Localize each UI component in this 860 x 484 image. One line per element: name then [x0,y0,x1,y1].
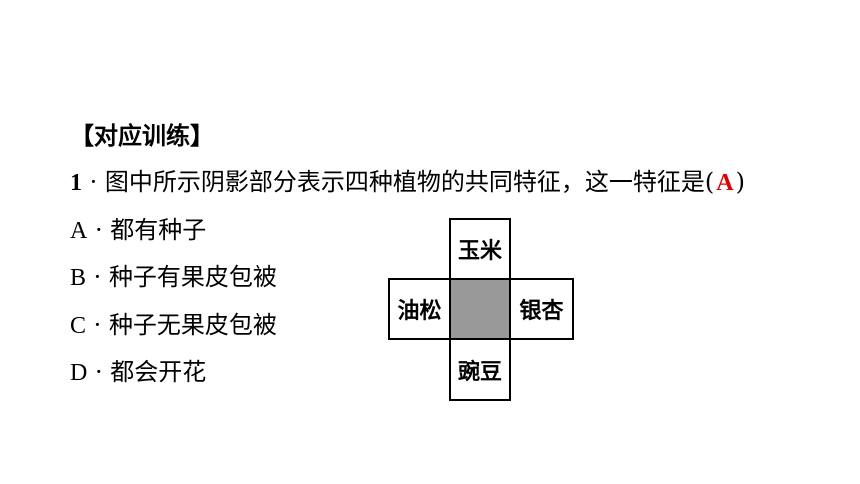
question-number: 1 [70,170,82,196]
option-text: 种子有果皮包被 [108,263,277,291]
option-separator: · [94,358,103,386]
option-letter: B [70,265,87,291]
option-separator: · [93,311,102,339]
cell-pea: 豌豆 [449,338,511,401]
question-text: 图中所示阴影部分表示四种植物的共同特征，这一特征是( [104,168,715,196]
option-text: 都会开花 [110,358,207,386]
cell-pine: 油松 [388,278,451,340]
section-title: 【对应训练】 [70,121,214,150]
option-letter: D [70,360,88,386]
option-separator: · [93,263,102,291]
option-separator: · [94,216,103,244]
cell-ginkgo: 银杏 [509,278,574,340]
question-separator: · [89,168,98,196]
question-close: ) [735,168,746,196]
option-b: B · 种子有果皮包被 [70,257,277,292]
option-text: 种子无果皮包被 [108,311,277,339]
option-d: D · 都会开花 [70,352,206,387]
question-answer: A [716,170,734,196]
option-text: 都有种子 [110,216,207,244]
question-1: 1 · 图中所示阴影部分表示四种植物的共同特征，这一特征是(A) [70,162,745,197]
shaded-common-feature-cell [449,278,511,340]
option-letter: A [70,218,88,244]
option-a: A · 都有种子 [70,210,206,245]
cell-corn: 玉米 [449,218,511,280]
option-letter: C [70,313,87,339]
option-c: C · 种子无果皮包被 [70,305,277,340]
